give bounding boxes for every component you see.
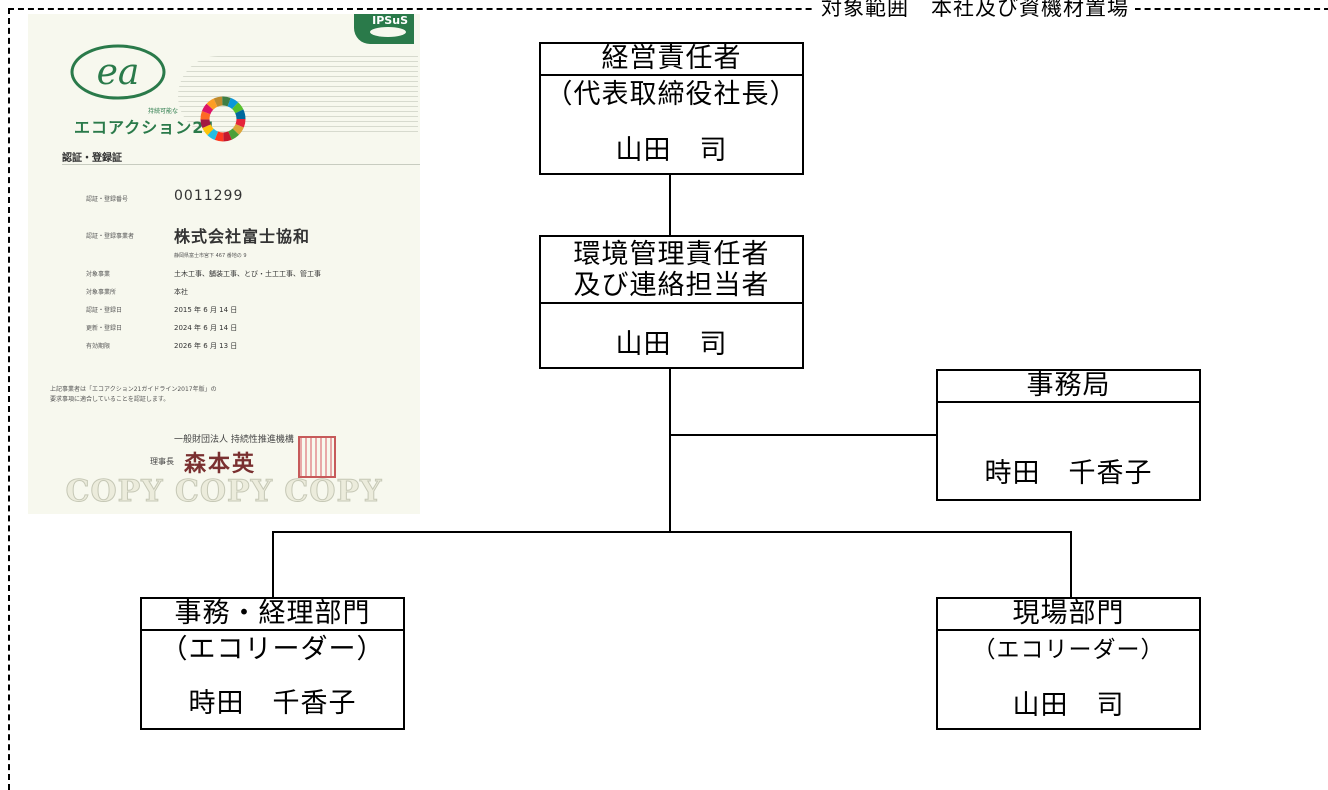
company-address: 静岡県富士市宮下 467 番地の 9	[174, 253, 247, 259]
box-person: 時田 千香子	[984, 458, 1153, 489]
field-label: 更新・登録日	[86, 325, 123, 332]
box-person: 山田 司	[1012, 690, 1125, 721]
field-label: 対象事業	[86, 271, 111, 278]
connector-line	[272, 531, 1072, 533]
box-title-line: 環境管理責任者	[573, 239, 770, 270]
box-environment-manager: 環境管理責任者 及び連絡担当者 山田 司	[539, 235, 804, 369]
box-title-block: 環境管理責任者 及び連絡担当者	[541, 237, 802, 304]
ea-logo-icon: ea	[70, 44, 166, 100]
ipsus-mark	[370, 27, 406, 37]
field-value: 0011299	[174, 188, 244, 204]
cert-field: 有効期限 2026 年 6 月 13 日	[86, 341, 237, 350]
field-value: 土木工事、舗装工事、とび・土工工事、管工事	[174, 270, 321, 278]
field-label: 対象事業所	[86, 289, 117, 296]
field-value: 2015 年 6 月 14 日	[174, 306, 238, 314]
box-title: 経営責任者	[541, 44, 802, 76]
cert-field: 更新・登録日 2024 年 6 月 14 日	[86, 323, 237, 332]
divider	[62, 164, 420, 165]
box-admin-accounting: 事務・経理部門 （エコリーダー） 時田 千香子	[140, 597, 405, 730]
chair-label: 理事長	[150, 457, 174, 466]
svg-text:ea: ea	[97, 52, 140, 93]
connector-line	[1070, 531, 1072, 598]
cert-field: 認証・登録事業者 株式会社富士協和	[86, 227, 309, 246]
field-label: 認証・登録番号	[86, 196, 129, 203]
connector-line	[669, 369, 671, 532]
cert-field: 認証・登録日 2015 年 6 月 14 日	[86, 305, 237, 314]
field-value: 株式会社富士協和	[174, 227, 311, 246]
brand-name: エコアクション21	[74, 118, 217, 137]
brand-small-text: 持続可能な	[148, 108, 179, 115]
connector-line	[272, 531, 274, 598]
box-person: 山田 司	[615, 329, 728, 360]
certificate-note-line: 要求事項に適合していることを認証します。	[50, 396, 170, 403]
box-subtitle: （代表取締役社長）	[545, 79, 798, 110]
box-title: 事務局	[938, 371, 1199, 403]
certificate-note-line: 上記事業者は「エコアクション21ガイドライン2017年版」の	[50, 386, 217, 393]
scope-frame: 対象範囲 本社及び資機材置場	[8, 0, 1328, 790]
sdg-wheel-icon	[200, 96, 246, 142]
box-site-department: 現場部門 （エコリーダー） 山田 司	[936, 597, 1201, 730]
copy-watermark: COPY COPY COPY	[65, 474, 383, 510]
cert-field: 対象事業 土木工事、舗装工事、とび・土工工事、管工事	[86, 269, 321, 278]
box-subtitle: （エコリーダー）	[972, 637, 1165, 663]
official-seal-icon	[298, 436, 336, 478]
connector-line	[669, 434, 937, 436]
field-label: 認証・登録日	[86, 307, 123, 314]
certifying-organization: 一般財団法人 持続性推進機構	[174, 435, 294, 445]
box-management: 経営責任者 （代表取締役社長） 山田 司	[539, 42, 804, 175]
cert-field: 対象事業所 本社	[86, 287, 188, 296]
box-title: 事務・経理部門	[142, 599, 403, 631]
box-title-line: 及び連絡担当者	[573, 270, 770, 301]
field-value: 2024 年 6 月 14 日	[174, 324, 238, 332]
box-subtitle: （エコリーダー）	[160, 634, 385, 665]
box-person: 山田 司	[615, 135, 728, 166]
certificate-title: 認証・登録証	[62, 153, 122, 164]
certificate-image: IPSuS ea 持続可能な エコアクション21 認証・登録証 認証・登録番号 …	[28, 14, 420, 514]
box-person: 時田 千香子	[188, 688, 357, 719]
publisher-name: IPSuS	[372, 14, 408, 27]
decorative-stripes	[178, 56, 418, 136]
field-value: 2026 年 6 月 13 日	[174, 342, 238, 350]
box-title: 現場部門	[938, 599, 1199, 631]
cert-field: 認証・登録番号 0011299	[86, 188, 242, 204]
signature: 森本英	[184, 451, 257, 477]
box-office: 事務局 時田 千香子	[936, 369, 1201, 501]
field-label: 認証・登録事業者	[86, 233, 135, 240]
field-label: 有効期限	[86, 343, 111, 350]
field-value: 本社	[174, 288, 188, 296]
scope-label: 対象範囲 本社及び資機材置場	[815, 0, 1135, 19]
connector-line	[669, 173, 671, 235]
